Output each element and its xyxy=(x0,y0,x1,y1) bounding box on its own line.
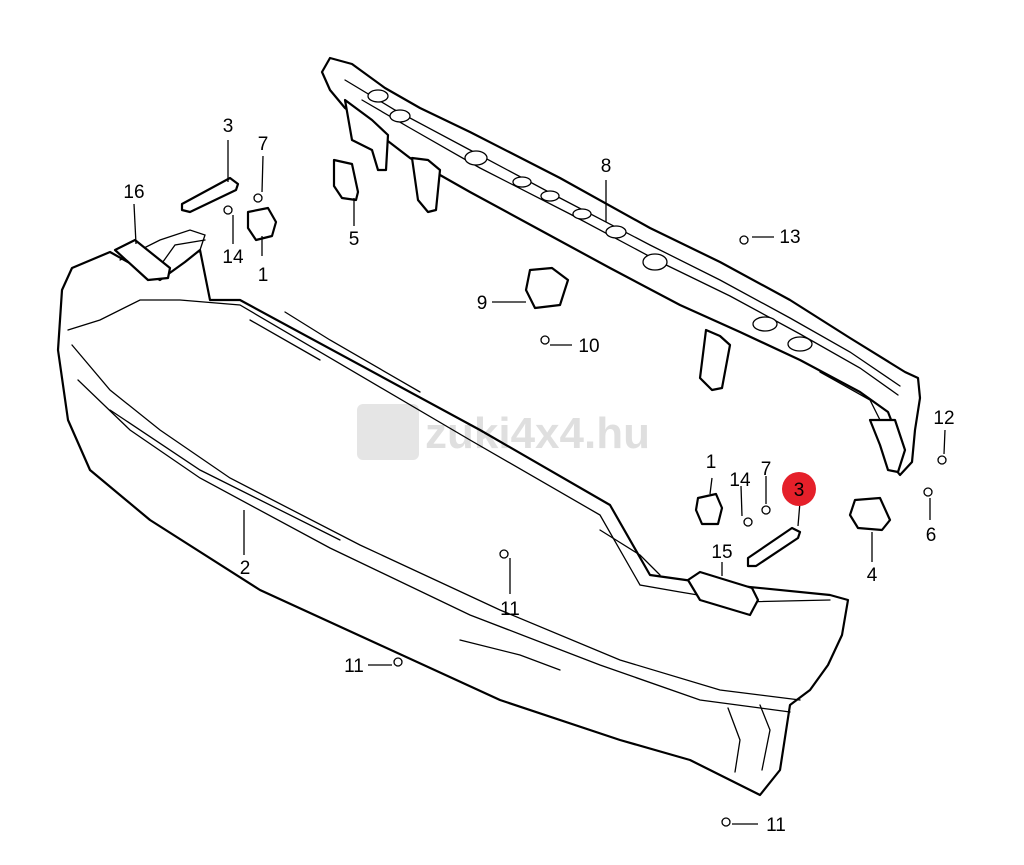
bumper-cover xyxy=(56,229,850,797)
callout-13[interactable]: 13 xyxy=(779,227,800,248)
leader-lines xyxy=(133,140,946,825)
callout-16[interactable]: 16 xyxy=(123,182,144,203)
watermark-text: zuki4x4.hu xyxy=(425,409,650,458)
right-clip xyxy=(694,492,724,526)
callout-3-left[interactable]: 3 xyxy=(223,116,234,137)
side-bracket xyxy=(848,496,892,532)
right-trim-strip xyxy=(746,526,802,568)
callout-11-bottom[interactable]: 11 xyxy=(766,815,786,836)
watermark: zuki4x4.hu xyxy=(357,404,650,460)
watermark-logo xyxy=(357,404,419,460)
callout-5[interactable]: 5 xyxy=(349,229,360,250)
callout-12[interactable]: 12 xyxy=(933,408,954,429)
callout-3-right-highlighted[interactable]: 3 xyxy=(794,480,805,501)
callout-1-right[interactable]: 1 xyxy=(706,452,717,473)
callout-6[interactable]: 6 xyxy=(926,525,937,546)
callout-11-left[interactable]: 11 xyxy=(344,656,364,677)
right-step-pad xyxy=(686,570,760,617)
callout-1-left[interactable]: 1 xyxy=(258,265,269,286)
callout-7-left[interactable]: 7 xyxy=(258,134,269,155)
left-clip xyxy=(246,206,278,242)
mount-bracket xyxy=(332,158,360,202)
callout-8[interactable]: 8 xyxy=(601,156,612,177)
callouts: 3 7 16 14 1 5 8 13 9 10 12 1 7 14 3 6 15… xyxy=(123,116,954,836)
bumper-reinforcement-beam xyxy=(320,56,922,477)
highlight-circle xyxy=(782,472,816,506)
callout-15[interactable]: 15 xyxy=(711,542,732,563)
callout-9[interactable]: 9 xyxy=(477,293,488,314)
callout-14-left[interactable]: 14 xyxy=(222,247,244,268)
left-step-pad xyxy=(113,238,172,282)
callout-14-right[interactable]: 14 xyxy=(729,470,751,491)
callout-11-center[interactable]: 11 xyxy=(500,599,520,620)
callout-10[interactable]: 10 xyxy=(578,336,599,357)
callout-7-right[interactable]: 7 xyxy=(761,459,772,480)
callout-2[interactable]: 2 xyxy=(240,558,251,579)
retainer xyxy=(524,266,570,310)
left-trim-strip xyxy=(180,176,240,214)
callout-4[interactable]: 4 xyxy=(867,565,878,586)
fasteners xyxy=(223,193,947,827)
